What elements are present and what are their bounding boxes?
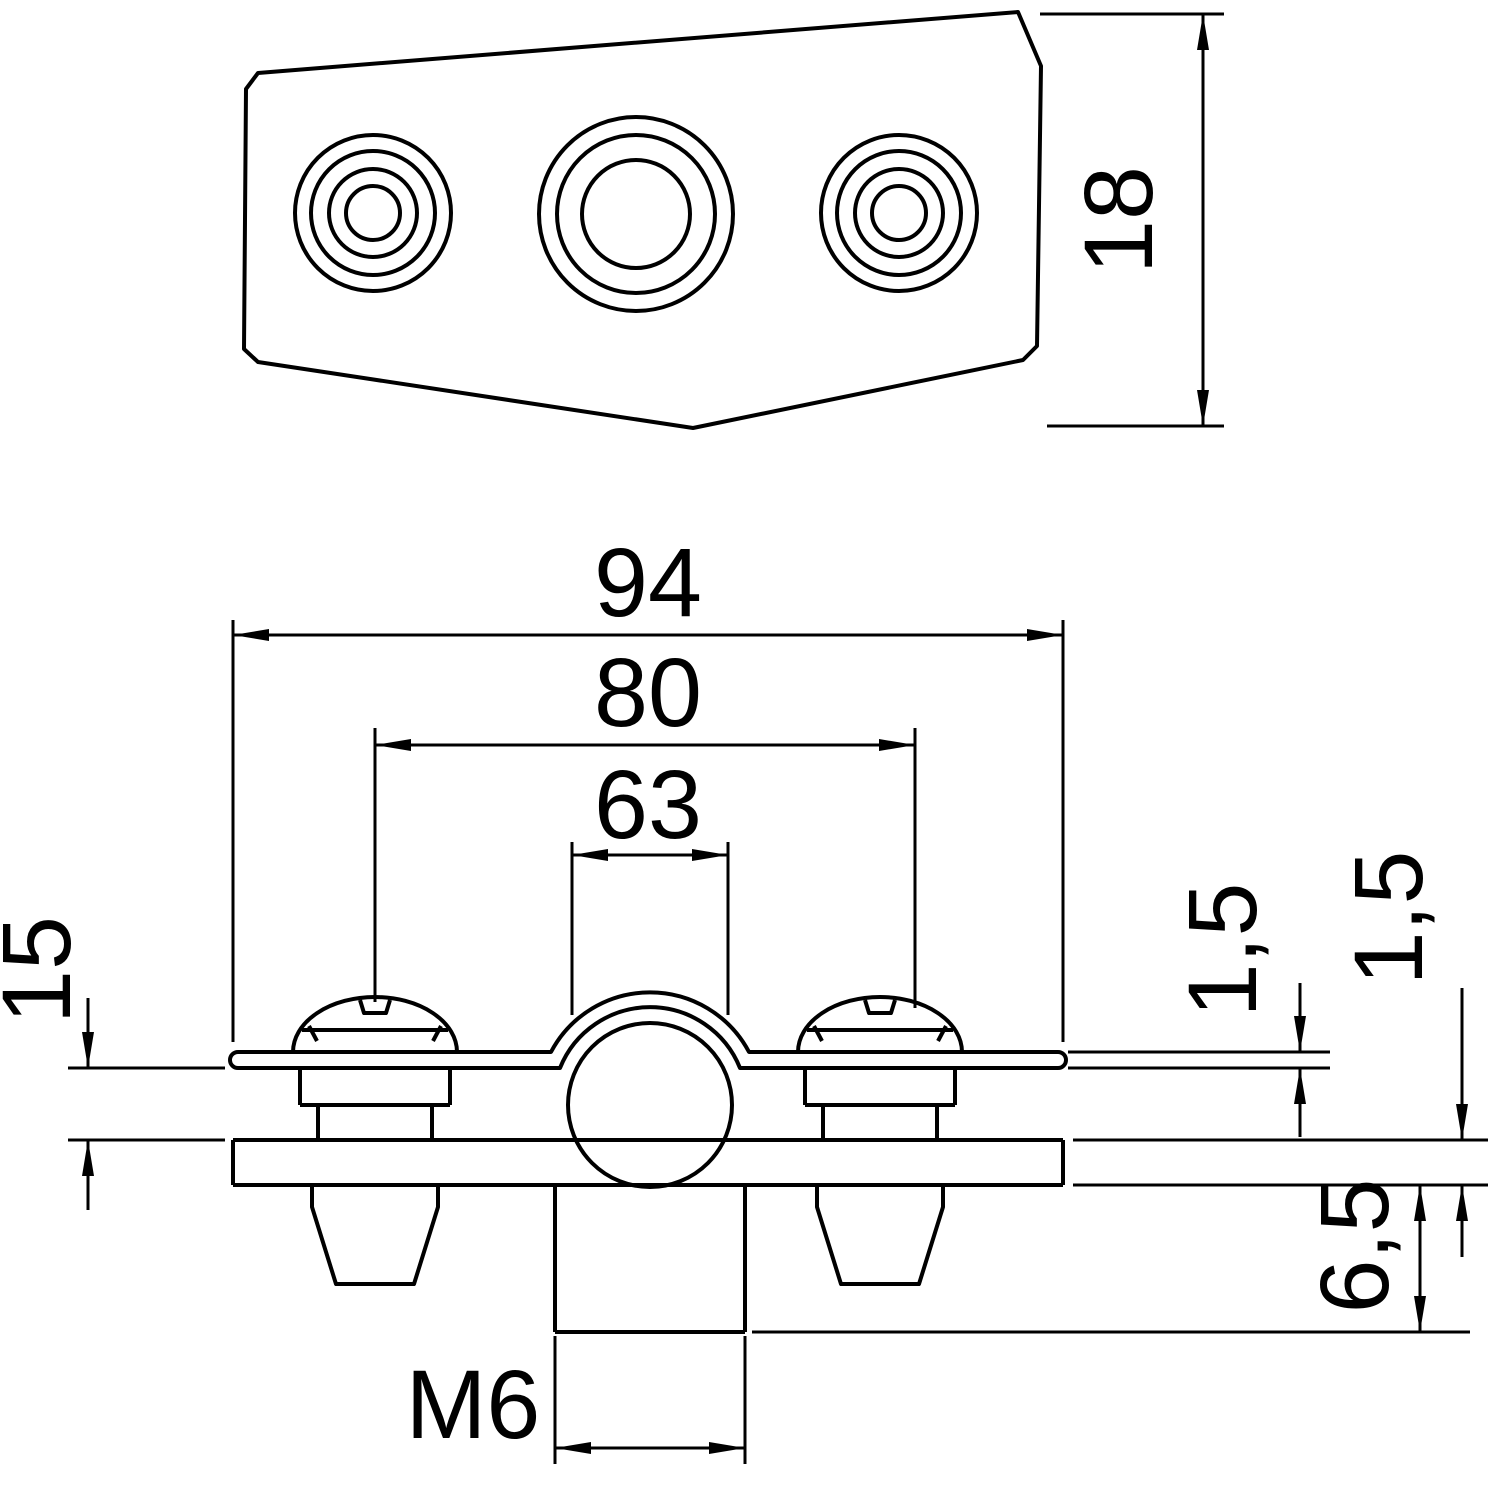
hole-left bbox=[293, 133, 453, 293]
dim-label-94: 94 bbox=[594, 528, 702, 637]
screw-right bbox=[796, 995, 964, 1053]
threaded-stud bbox=[553, 1185, 747, 1334]
dim-stud-length: 6,5 bbox=[752, 1179, 1470, 1334]
screw-left bbox=[291, 995, 459, 1053]
washer-left bbox=[298, 1068, 452, 1140]
dim-label-63: 63 bbox=[594, 750, 702, 859]
dim-label-15: 15 bbox=[0, 916, 91, 1024]
nut-right bbox=[815, 1187, 945, 1286]
dim-label-strap-1-5: 1,5 bbox=[1168, 883, 1277, 1018]
dim-width-94: 94 bbox=[231, 528, 1065, 1042]
hole-right bbox=[819, 133, 979, 293]
clamp-strap bbox=[228, 990, 1068, 1070]
dim-thread-m6: M6 bbox=[406, 1336, 747, 1464]
base-plate bbox=[231, 1138, 1065, 1187]
washer-right bbox=[803, 1068, 957, 1140]
dim-label-m6: M6 bbox=[406, 1350, 541, 1459]
dim-side-15: 15 bbox=[0, 916, 225, 1210]
dim-spacing-80: 80 bbox=[373, 638, 917, 1008]
plate-outline bbox=[242, 10, 1043, 430]
dim-label-plate-1-5: 1,5 bbox=[1334, 851, 1443, 986]
hole-center bbox=[537, 115, 735, 313]
dim-height-18: 18 bbox=[1040, 12, 1224, 428]
dim-strap-thickness: 1,5 bbox=[1068, 883, 1330, 1137]
dim-label-18: 18 bbox=[1064, 166, 1173, 274]
dim-label-80: 80 bbox=[594, 638, 702, 747]
pipe-cross-section bbox=[566, 1021, 734, 1189]
dim-label-6-5: 6,5 bbox=[1300, 1179, 1409, 1314]
front-view: 94 80 63 15 1,5 bbox=[0, 528, 1488, 1464]
top-view: 18 bbox=[242, 10, 1224, 430]
dim-plate-thickness: 1,5 bbox=[1073, 851, 1488, 1257]
dim-clamp-63: 63 bbox=[570, 750, 730, 1015]
nut-left bbox=[310, 1187, 440, 1286]
